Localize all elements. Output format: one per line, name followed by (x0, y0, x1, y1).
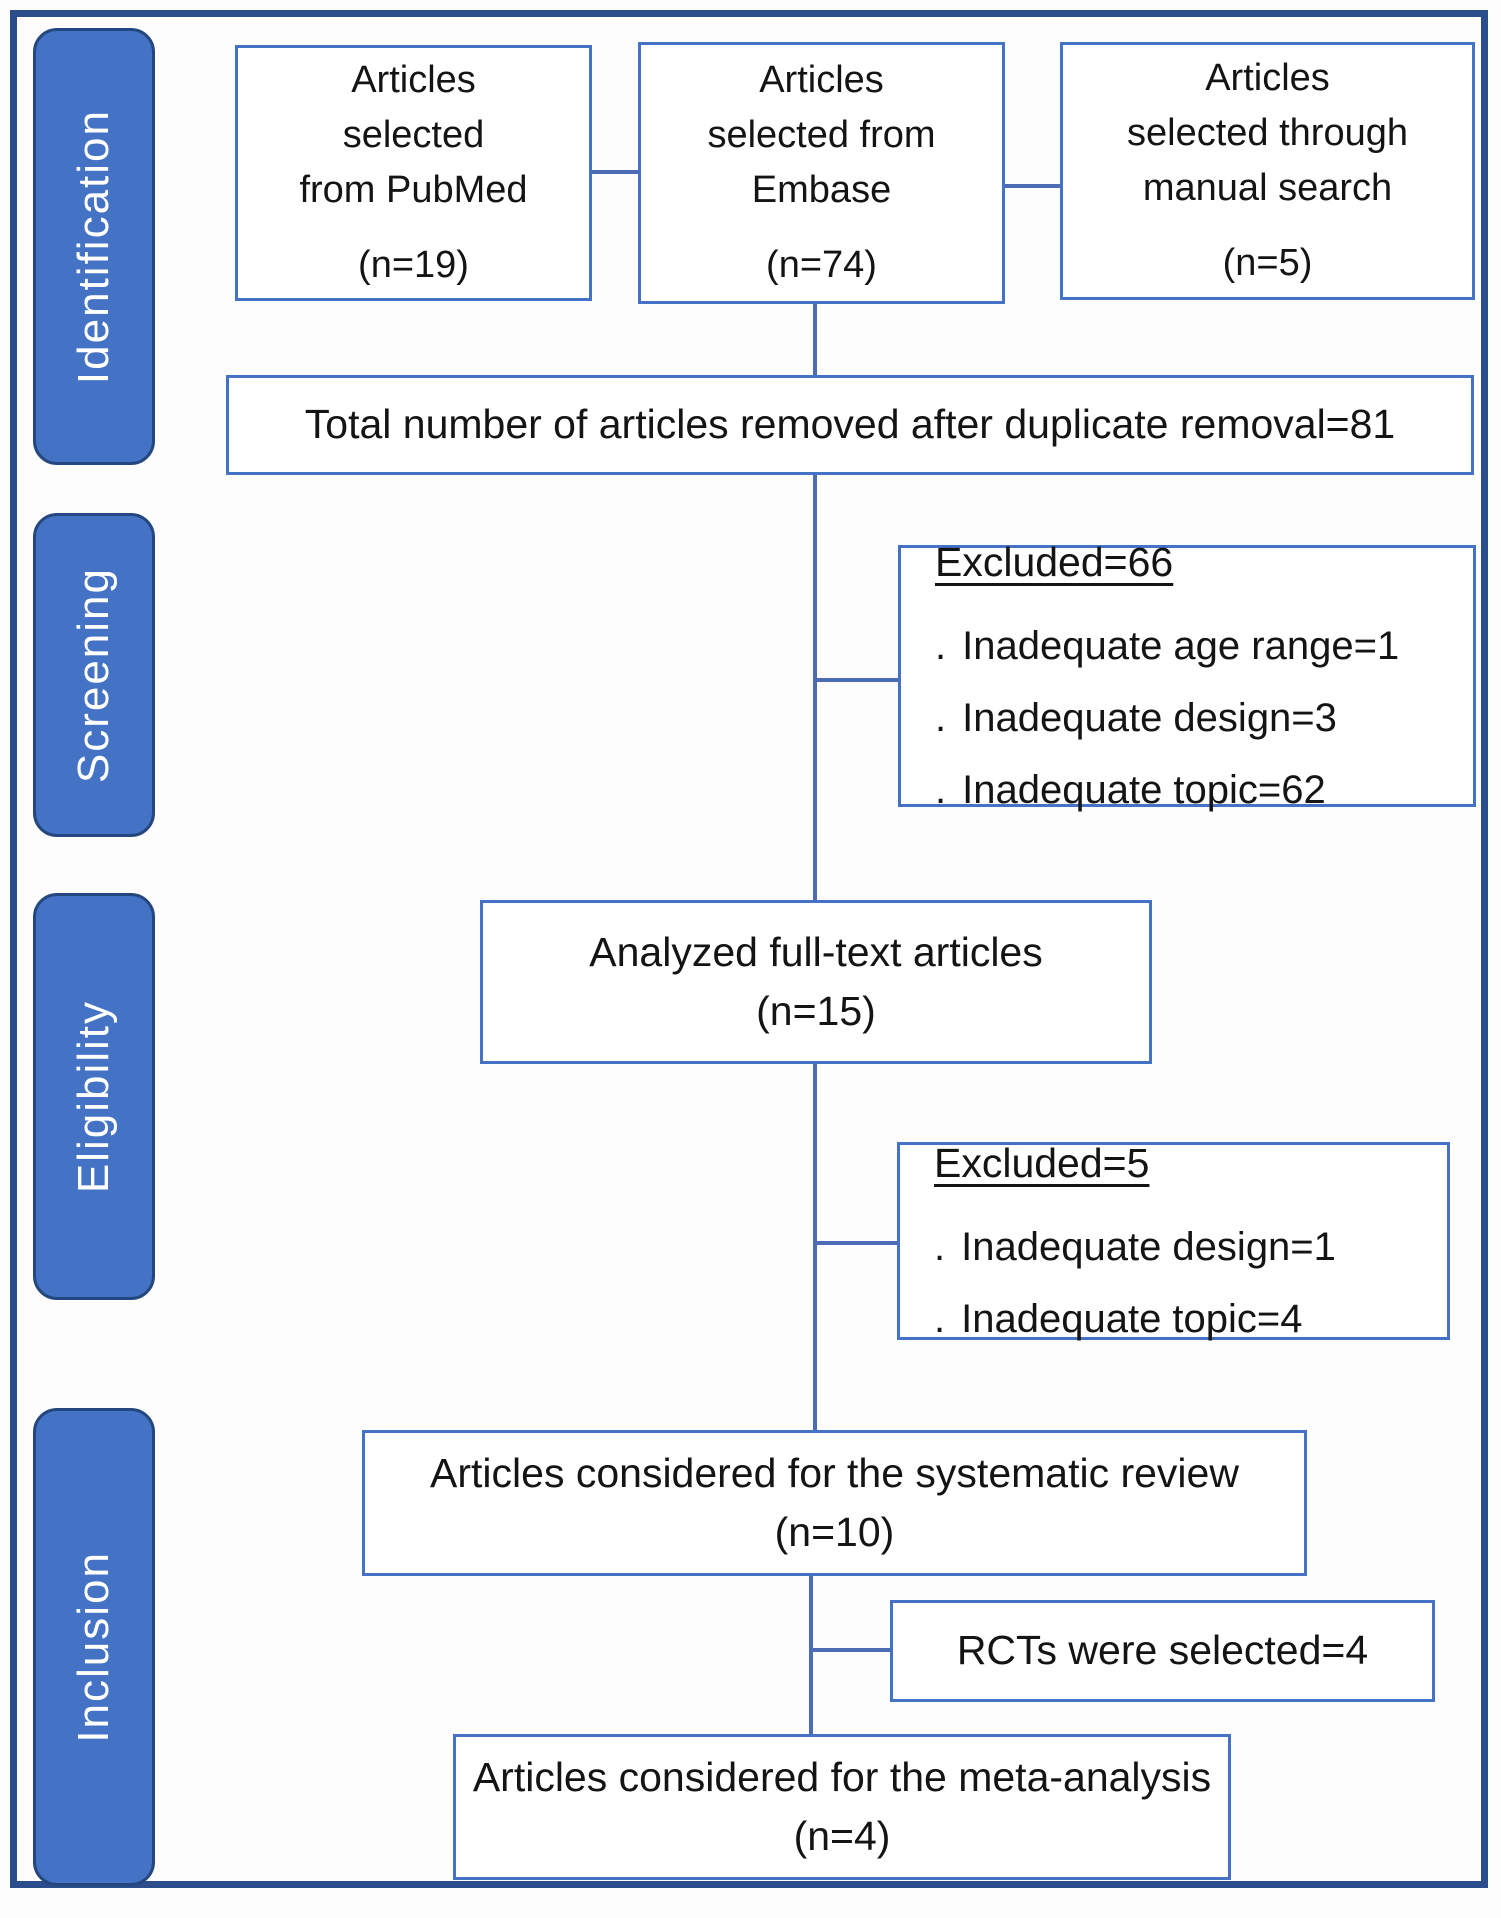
box-systematic-review: Articles considered for the systematic r… (362, 1430, 1307, 1576)
box-rct-selected: RCTs were selected=4 (890, 1600, 1435, 1702)
box-embase-line: Embase (751, 169, 892, 211)
outer-border (10, 10, 1488, 1888)
stage-pill-eligibility: Eligibility (33, 893, 155, 1300)
box-systematic-text: Articles considered for the systematic r… (430, 1449, 1239, 1496)
stage-label-screening: Screening (69, 566, 118, 784)
box-embase-line: selected from (707, 113, 936, 156)
excluded-eligibility-item: . Inadequate topic=4 (934, 1290, 1303, 1348)
connector-branch-rct (809, 1648, 893, 1652)
connector-pubmed-embase (592, 170, 640, 174)
bullet-dot: . (935, 695, 947, 740)
box-pubmed-line: selected (342, 113, 485, 156)
excluded-eligibility-heading: Excluded=5 (934, 1140, 1150, 1187)
stage-pill-screening: Screening (33, 513, 155, 837)
stage-label-inclusion: Inclusion (69, 1551, 118, 1743)
excluded-eligibility-item: . Inadequate design=1 (934, 1218, 1336, 1276)
box-meta-count: (n=4) (793, 1813, 891, 1859)
bullet-dot: . (935, 767, 947, 812)
box-manual-search: Articles selected through manual search … (1060, 42, 1475, 300)
box-manual-line: Articles (1205, 56, 1330, 99)
connector-analyzed-systematic (813, 1062, 817, 1433)
excluded-screening-item: . Inadequate design=3 (935, 689, 1337, 747)
box-embase: Articles selected from Embase (n=74) (638, 42, 1005, 304)
box-embase-line: Articles (759, 58, 884, 101)
box-meta-analysis: Articles considered for the meta-analysi… (453, 1734, 1231, 1880)
bullet-dot: . (934, 1296, 946, 1341)
box-excluded-eligibility: Excluded=5 . Inadequate design=1 . Inadequ… (897, 1140, 1450, 1341)
excluded-eligibility-item-text: Inadequate topic=4 (961, 1296, 1303, 1341)
box-total-text: Total number of articles removed after d… (304, 401, 1396, 448)
box-excluded-screening: Excluded=66 . Inadequate age range=1 . Ina… (898, 539, 1476, 812)
excluded-screening-item-text: Inadequate age range=1 (962, 623, 1400, 668)
box-rct-text: RCTs were selected=4 (956, 1627, 1369, 1674)
box-manual-count: (n=5) (1222, 242, 1313, 285)
connector-embase-manual (1005, 184, 1062, 188)
connector-systematic-meta (809, 1574, 813, 1738)
connector-branch-excluded-66 (813, 678, 901, 682)
bullet-dot: . (934, 1224, 946, 1269)
box-analyzed-count: (n=15) (756, 988, 876, 1034)
box-manual-line: selected through (1127, 111, 1408, 154)
box-pubmed: Articles selected from PubMed (n=19) (235, 45, 592, 301)
excluded-eligibility-item-text: Inadequate design=1 (961, 1224, 1336, 1269)
box-manual-line: manual search (1142, 167, 1393, 209)
box-embase-count: (n=74) (766, 244, 877, 287)
excluded-screening-heading: Excluded=66 (935, 539, 1174, 586)
stage-label-identification: Identification (69, 108, 118, 385)
excluded-screening-item: . Inadequate topic=62 (935, 761, 1326, 819)
connector-embase-total (813, 302, 817, 377)
excluded-screening-item: . Inadequate age range=1 (935, 617, 1399, 675)
box-analyzed-fulltext: Analyzed full-text articles (n=15) (480, 900, 1152, 1064)
excluded-screening-item-text: Inadequate topic=62 (962, 767, 1326, 812)
stage-pill-identification: Identification (33, 28, 155, 465)
bullet-dot: . (935, 623, 947, 668)
stage-label-eligibility: Eligibility (69, 999, 118, 1194)
box-pubmed-count: (n=19) (358, 244, 469, 287)
box-pubmed-line: Articles (351, 58, 476, 101)
box-total-duplicates: Total number of articles removed after d… (226, 375, 1474, 475)
box-systematic-count: (n=10) (774, 1509, 895, 1555)
excluded-screening-item-text: Inadequate design=3 (962, 695, 1337, 740)
connector-branch-excluded-5 (813, 1241, 900, 1245)
box-analyzed-text: Analyzed full-text articles (589, 928, 1043, 975)
box-pubmed-line: from PubMed (299, 169, 528, 211)
box-meta-text: Articles considered for the meta-analysi… (472, 1753, 1212, 1800)
connector-total-analyzed (813, 473, 817, 903)
stage-pill-inclusion: Inclusion (33, 1408, 155, 1886)
